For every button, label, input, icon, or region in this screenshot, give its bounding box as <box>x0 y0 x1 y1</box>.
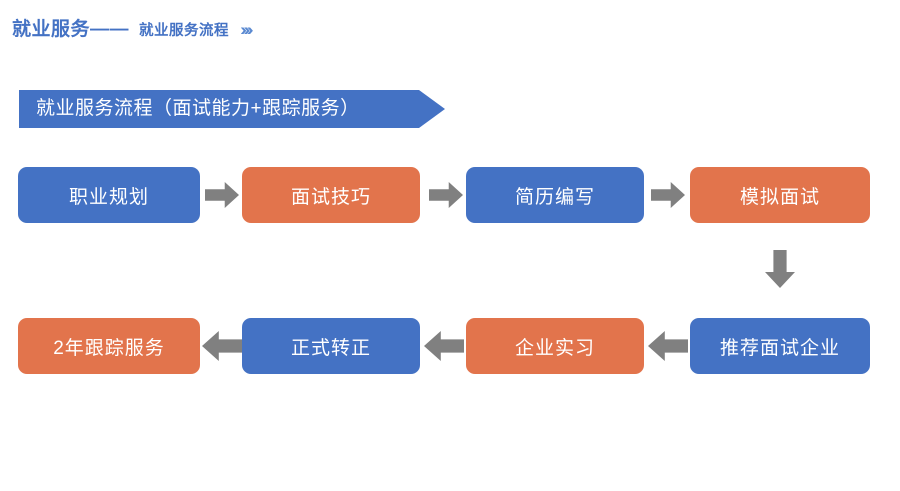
page-header: 就业服务—— 就业服务流程 ››› <box>12 14 254 41</box>
arrow-left-icon-1 <box>202 331 242 361</box>
triple-chevron-right-icon: ››› <box>240 20 254 39</box>
flow-row-2: 2年跟踪服务 正式转正 企业实习 推荐面试企业 <box>0 318 900 374</box>
arrow-left-icon-3 <box>648 331 688 361</box>
flow-node-formal-employment[interactable]: 正式转正 <box>242 318 420 374</box>
page-subtitle: 就业服务流程 <box>139 23 230 39</box>
arrow-down-icon-1 <box>765 250 795 288</box>
flow-node-resume-writing[interactable]: 简历编写 <box>466 167 644 223</box>
flow-node-recommend-interview[interactable]: 推荐面试企业 <box>690 318 870 374</box>
banner-arrow-shape <box>19 90 445 128</box>
flow-node-mock-interview[interactable]: 模拟面试 <box>690 167 870 223</box>
banner-label: 就业服务流程（面试能力+跟踪服务） <box>36 98 360 119</box>
flow-node-interview-skills[interactable]: 面试技巧 <box>242 167 420 223</box>
arrow-right-icon-2 <box>429 182 463 208</box>
flow-node-career-planning[interactable]: 职业规划 <box>18 167 200 223</box>
flow-row-1: 职业规划 面试技巧 简历编写 模拟面试 <box>0 167 900 223</box>
page-title: 就业服务—— <box>12 19 130 40</box>
arrow-right-icon-3 <box>651 182 685 208</box>
flow-node-two-year-followup[interactable]: 2年跟踪服务 <box>18 318 200 374</box>
flow-node-company-internship[interactable]: 企业实习 <box>466 318 644 374</box>
section-banner: 就业服务流程（面试能力+跟踪服务） <box>19 90 445 128</box>
arrow-left-icon-2 <box>424 331 464 361</box>
arrow-right-icon-1 <box>205 182 239 208</box>
